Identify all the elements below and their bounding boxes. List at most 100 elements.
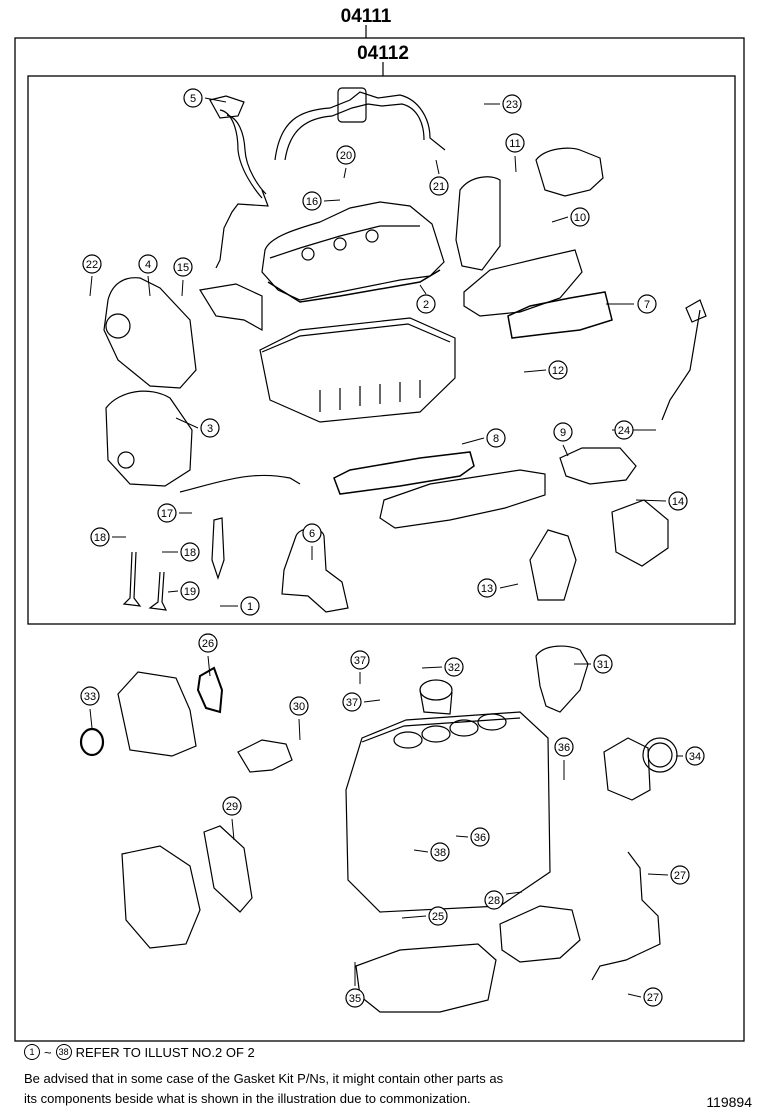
callout-label: 36 <box>558 742 570 754</box>
callout-14: 14 <box>635 491 688 511</box>
callout-leader <box>363 699 381 703</box>
callout-2: 2 <box>416 284 436 314</box>
upper-parts-art <box>103 87 707 613</box>
callout-1: 1 <box>220 596 260 616</box>
callout-label: 28 <box>488 895 500 907</box>
callout-35: 35 <box>345 962 365 1008</box>
callout-circle <box>486 428 506 448</box>
callout-circle <box>416 294 436 314</box>
callout-leader <box>551 216 569 223</box>
callout-label: 27 <box>647 992 659 1004</box>
callout-leader <box>499 583 519 589</box>
callout-leader <box>181 279 184 297</box>
callout-leader <box>514 155 517 173</box>
callout-8: 8 <box>461 428 506 448</box>
callout-leader <box>298 718 301 741</box>
callout-label: 11 <box>509 138 520 150</box>
callout-leader <box>435 159 440 175</box>
callout-label: 21 <box>433 181 445 193</box>
callout-label: 37 <box>354 655 366 667</box>
callout-label: 18 <box>184 547 196 559</box>
callout-circle <box>505 133 525 153</box>
callout-label: 12 <box>552 365 564 377</box>
callout-30: 30 <box>289 696 309 741</box>
callout-label: 29 <box>226 801 238 813</box>
callout-label: 6 <box>309 528 315 540</box>
callout-label: 2 <box>423 299 429 311</box>
callout-27: 27 <box>647 865 690 885</box>
callout-label: 17 <box>161 508 173 520</box>
callout-circle <box>668 491 688 511</box>
callout-label: 14 <box>672 496 684 508</box>
lower-parts-art <box>117 645 678 1013</box>
callout-leader <box>455 835 469 838</box>
callout-leader <box>562 444 569 457</box>
callout-20: 20 <box>336 145 356 179</box>
callout-circle <box>670 865 690 885</box>
callout-circle <box>614 420 634 440</box>
callout-25: 25 <box>401 906 448 926</box>
callout-circle <box>430 842 450 862</box>
callout-circle <box>477 578 497 598</box>
callout-circle <box>429 176 449 196</box>
callout-label: 16 <box>306 196 318 208</box>
callout-24: 24 <box>612 420 656 440</box>
callout-circle <box>548 360 568 380</box>
callout-17: 17 <box>157 503 192 523</box>
callout-circle <box>157 503 177 523</box>
callout-label: 25 <box>432 911 444 923</box>
callout-leader <box>523 369 547 373</box>
callout-circle <box>198 633 218 653</box>
callout-label: 13 <box>481 583 493 595</box>
callout-leader <box>175 417 199 429</box>
callout-circle <box>82 254 102 274</box>
callout-label: 19 <box>184 586 196 598</box>
range-end-callout: 38 <box>55 1044 72 1060</box>
callout-leader <box>207 655 211 677</box>
callout-circle <box>554 737 574 757</box>
callout-leader <box>323 199 341 202</box>
callout-leader <box>167 590 179 593</box>
callout-37: 37 <box>342 692 381 712</box>
callout-36: 36 <box>554 737 574 780</box>
callout-leader <box>147 275 151 297</box>
callout-label: 22 <box>86 259 98 271</box>
callout-label: 30 <box>293 701 305 713</box>
callout-label: 23 <box>506 99 518 111</box>
callout-label: 3 <box>207 423 213 435</box>
callout-13: 13 <box>477 578 519 598</box>
callout-label: 1 <box>247 601 253 613</box>
callout-circle <box>643 987 663 1007</box>
refer-note: 1 ~ 38 REFER TO ILLUST NO.2 OF 2 <box>24 1044 255 1060</box>
callout-label: 35 <box>349 993 361 1005</box>
callout-circle <box>553 422 573 442</box>
seal-33 <box>79 727 105 757</box>
callout-29: 29 <box>222 796 242 841</box>
kit-number: 04111 <box>341 6 392 27</box>
callout-leader <box>413 849 429 853</box>
callout-circle <box>90 527 110 547</box>
kit-frame <box>14 37 745 1042</box>
callout-37: 37 <box>350 650 370 684</box>
callout-circle <box>484 890 504 910</box>
advisory-line-1: Be advised that in some case of the Gask… <box>24 1071 504 1086</box>
callout-28: 28 <box>484 890 523 910</box>
callout-circle <box>350 650 370 670</box>
callout-23: 23 <box>484 94 522 114</box>
refer-note-text: REFER TO ILLUST NO.2 OF 2 <box>75 1044 255 1060</box>
callout-label: 24 <box>618 425 630 437</box>
callout-label: 9 <box>560 427 566 439</box>
callout-leader <box>343 167 347 179</box>
callout-11: 11 <box>505 133 525 173</box>
callout-3: 3 <box>175 417 220 438</box>
gasket-26 <box>196 666 224 714</box>
subkit-number: 04112 <box>357 43 409 64</box>
callout-26: 26 <box>198 633 218 677</box>
callout-label: 32 <box>448 662 460 674</box>
callout-circle <box>444 657 464 677</box>
callout-leader <box>635 499 667 502</box>
callout-label: 10 <box>574 212 586 224</box>
callout-label: 8 <box>493 433 499 445</box>
callout-6: 6 <box>302 523 322 560</box>
callout-circle <box>200 418 220 438</box>
